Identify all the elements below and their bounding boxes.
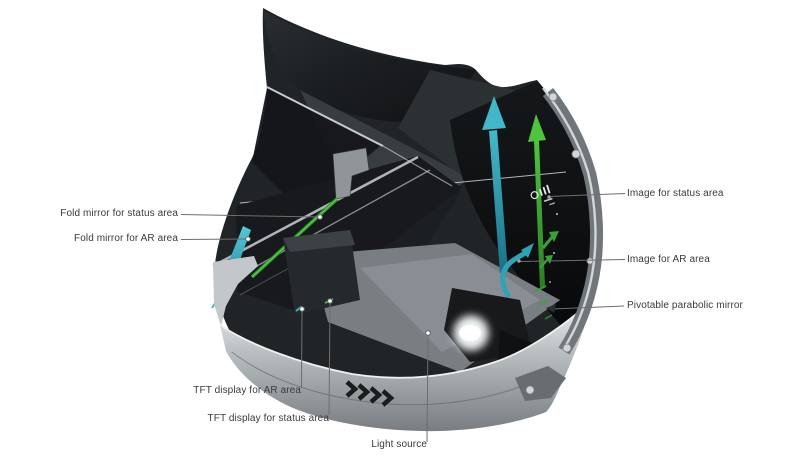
label-fold-mirror-status-area: Fold mirror for status area (60, 208, 178, 219)
ar-navigation-symbols (535, 213, 559, 320)
label-tft-display-ar-area: TFT display for AR area (193, 385, 301, 396)
base-cut-face (213, 256, 258, 326)
interior-optics (283, 230, 560, 378)
parabolic-mirror-shape (450, 81, 597, 332)
status-light-beam-arrow (528, 114, 546, 288)
label-fold-mirror-ar-area: Fold mirror for AR area (74, 233, 178, 244)
vent-grille (345, 380, 395, 407)
label-pivotable-parabolic-mirror: Pivotable parabolic mirror (627, 300, 743, 311)
visor-rim (266, 86, 453, 187)
screw-icons (525, 92, 594, 395)
status-image-symbols (530, 184, 556, 206)
label-image-ar-area: Image for AR area (627, 254, 710, 265)
label-tft-display-status-area: TFT display for status area (207, 413, 329, 424)
right-bracket (515, 87, 604, 401)
label-image-status-area: Image for status area (627, 188, 724, 199)
ar-light-beam-arrow (482, 96, 508, 273)
base-housing (213, 256, 584, 432)
leader-lines (180, 193, 626, 443)
ar-image-symbol (500, 243, 534, 298)
leader-markers (245, 195, 556, 336)
label-light-source: Light source (371, 439, 427, 450)
